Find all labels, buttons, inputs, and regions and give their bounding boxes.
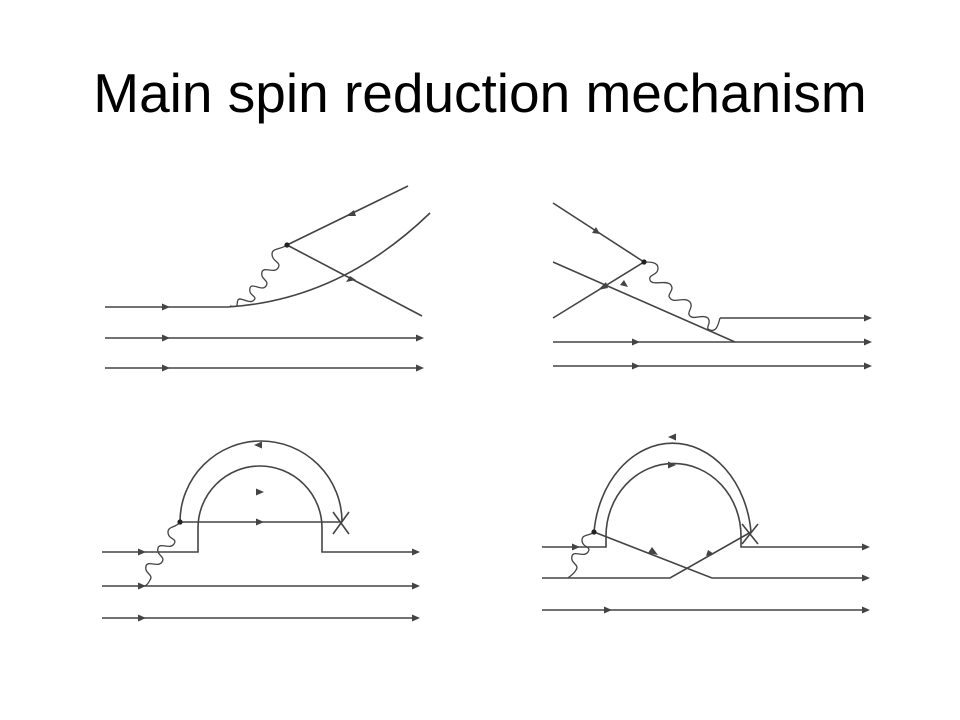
arrow [598,282,608,290]
cross-mark [332,511,350,535]
arrow [620,280,628,287]
arrow [668,433,676,441]
arrow [572,543,580,551]
arrow [604,606,612,614]
quark-line-1-in [542,536,607,548]
inner-arc [197,465,323,529]
arrow [254,441,262,449]
arrow [412,614,420,622]
lower-diagonal-line [552,261,736,343]
crossing-line [552,261,645,319]
arrow [862,606,870,614]
arrow [138,582,146,590]
arrow [864,362,872,370]
arrow [592,227,600,234]
gluon-loops [643,261,721,332]
arrow [668,461,676,469]
arrow [864,338,872,346]
crossing-quark-line [286,244,423,317]
gluon-loops [143,521,181,587]
arrow [138,614,146,622]
arrow [632,338,640,346]
arrow [256,518,264,526]
diagram-top-right [552,202,872,370]
outer-arc [179,440,343,523]
arrow [864,314,872,322]
curved-quark-line [227,212,431,308]
crossing-line-b [542,531,752,579]
arrow [412,582,420,590]
arrow [862,574,870,582]
arrow [862,543,870,551]
arrow [416,364,424,372]
arrow [706,550,714,556]
arrow [648,547,658,555]
gluon-loops [229,244,288,308]
crossing-line-a [593,531,868,579]
slide-title: Main spin reduction mechanism [93,62,867,124]
arrow [412,548,420,556]
quark-line-1-out [321,528,418,553]
vertex-dot [591,529,597,535]
arrow [138,548,146,556]
arrow [162,364,170,372]
quark-line-1-out [740,536,868,548]
vertex-dot [177,519,183,525]
cross-mark [741,523,759,545]
arrow [162,303,170,311]
vertex-dot [641,259,647,265]
outer-arc [593,442,752,533]
diagram-bottom-left [102,440,420,622]
diagram-top-left [105,185,431,372]
gluon-loops [567,531,595,579]
arrow [162,334,170,342]
arrow [256,488,264,496]
arrow [416,334,424,342]
quark-line-1-in [102,528,199,553]
inner-arc [605,462,742,537]
diagram-bottom-right [542,433,870,614]
arrow [632,362,640,370]
vertex-dot [284,242,290,248]
arrow [346,210,356,216]
